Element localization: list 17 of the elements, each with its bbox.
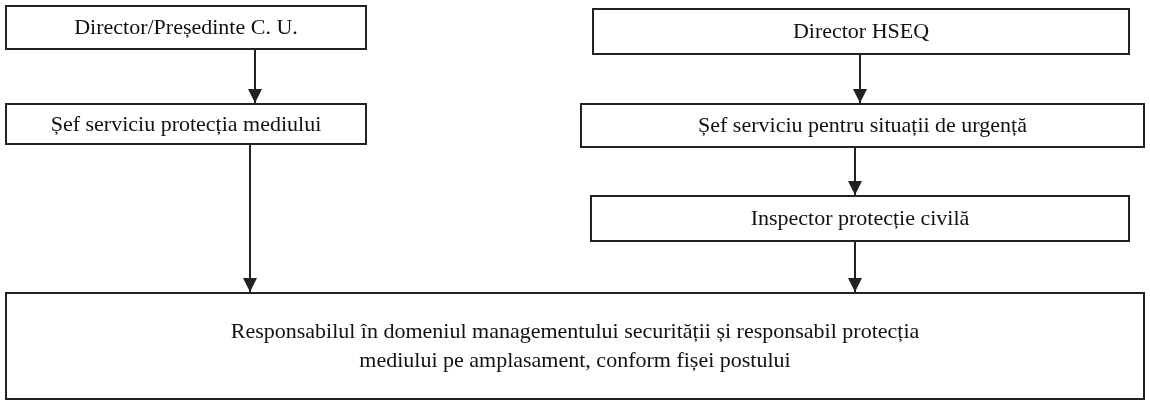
arrow <box>248 49 262 104</box>
role-title: Director/Președinte C. U. <box>74 13 298 42</box>
role-title: Inspector protecție civilă <box>750 204 970 233</box>
arrow <box>848 241 862 293</box>
org-box <box>590 195 1130 242</box>
arrow <box>243 144 257 293</box>
org-box <box>5 292 1145 400</box>
org-box <box>592 8 1130 55</box>
role-title: Director HSEQ <box>792 17 930 46</box>
org-box <box>580 103 1145 148</box>
org-box <box>5 5 367 50</box>
arrow <box>853 54 867 104</box>
role-title: Șef serviciu protecția mediului <box>50 109 322 138</box>
arrow <box>848 147 862 196</box>
role-title: Șef serviciu pentru situații de urgență <box>698 111 1027 140</box>
role-description: Responsabilul în domeniul managementului securității și responsabil protecția mediului pe amplasament, conform fișei postului <box>229 317 921 374</box>
org-box <box>5 103 367 145</box>
